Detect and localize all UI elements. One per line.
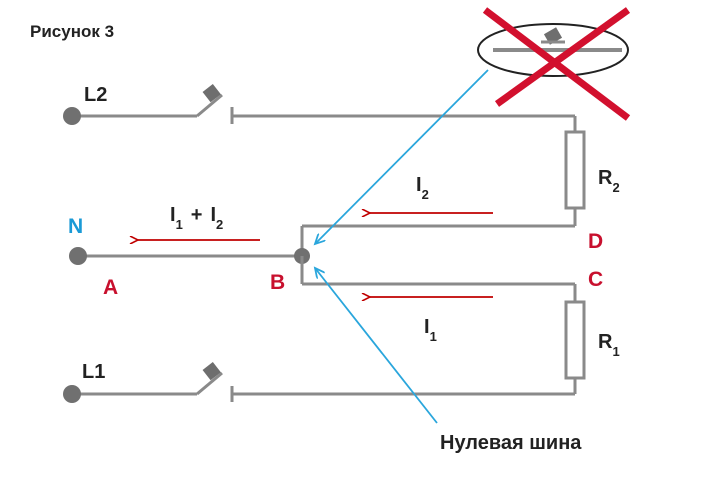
neutral-bus-label: Нулевая шина — [440, 432, 582, 454]
n-terminal-dot — [69, 247, 87, 265]
label-i1: I1 — [424, 316, 437, 344]
resistor-r2 — [564, 130, 586, 210]
label-a: A — [103, 276, 118, 299]
callout-line-from-label — [315, 268, 438, 424]
crossed-bus-bar-icon — [477, 7, 631, 121]
l1-line — [72, 371, 577, 402]
label-r2: R2 — [598, 167, 620, 195]
label-i2: I2 — [416, 174, 429, 202]
l2-terminal-dot — [63, 107, 81, 125]
l1-terminal-dot — [63, 385, 81, 403]
l2-switch-actuator — [202, 83, 221, 103]
label-i-sum: I1+I2 — [170, 204, 223, 232]
l2-line — [72, 93, 577, 132]
resistor-r1 — [564, 300, 586, 380]
label-b: B — [270, 271, 285, 294]
label-d: D — [588, 230, 603, 253]
l1-switch-actuator — [202, 361, 221, 381]
figure-caption: Рисунок 3 — [30, 22, 114, 41]
label-n: N — [68, 215, 83, 238]
label-l1: L1 — [82, 361, 105, 383]
label-r1: R1 — [598, 331, 620, 359]
callout-line-from-icon — [315, 69, 489, 244]
label-l2: L2 — [84, 84, 107, 106]
lower-return-wire — [300, 256, 577, 302]
label-c: C — [588, 268, 603, 291]
